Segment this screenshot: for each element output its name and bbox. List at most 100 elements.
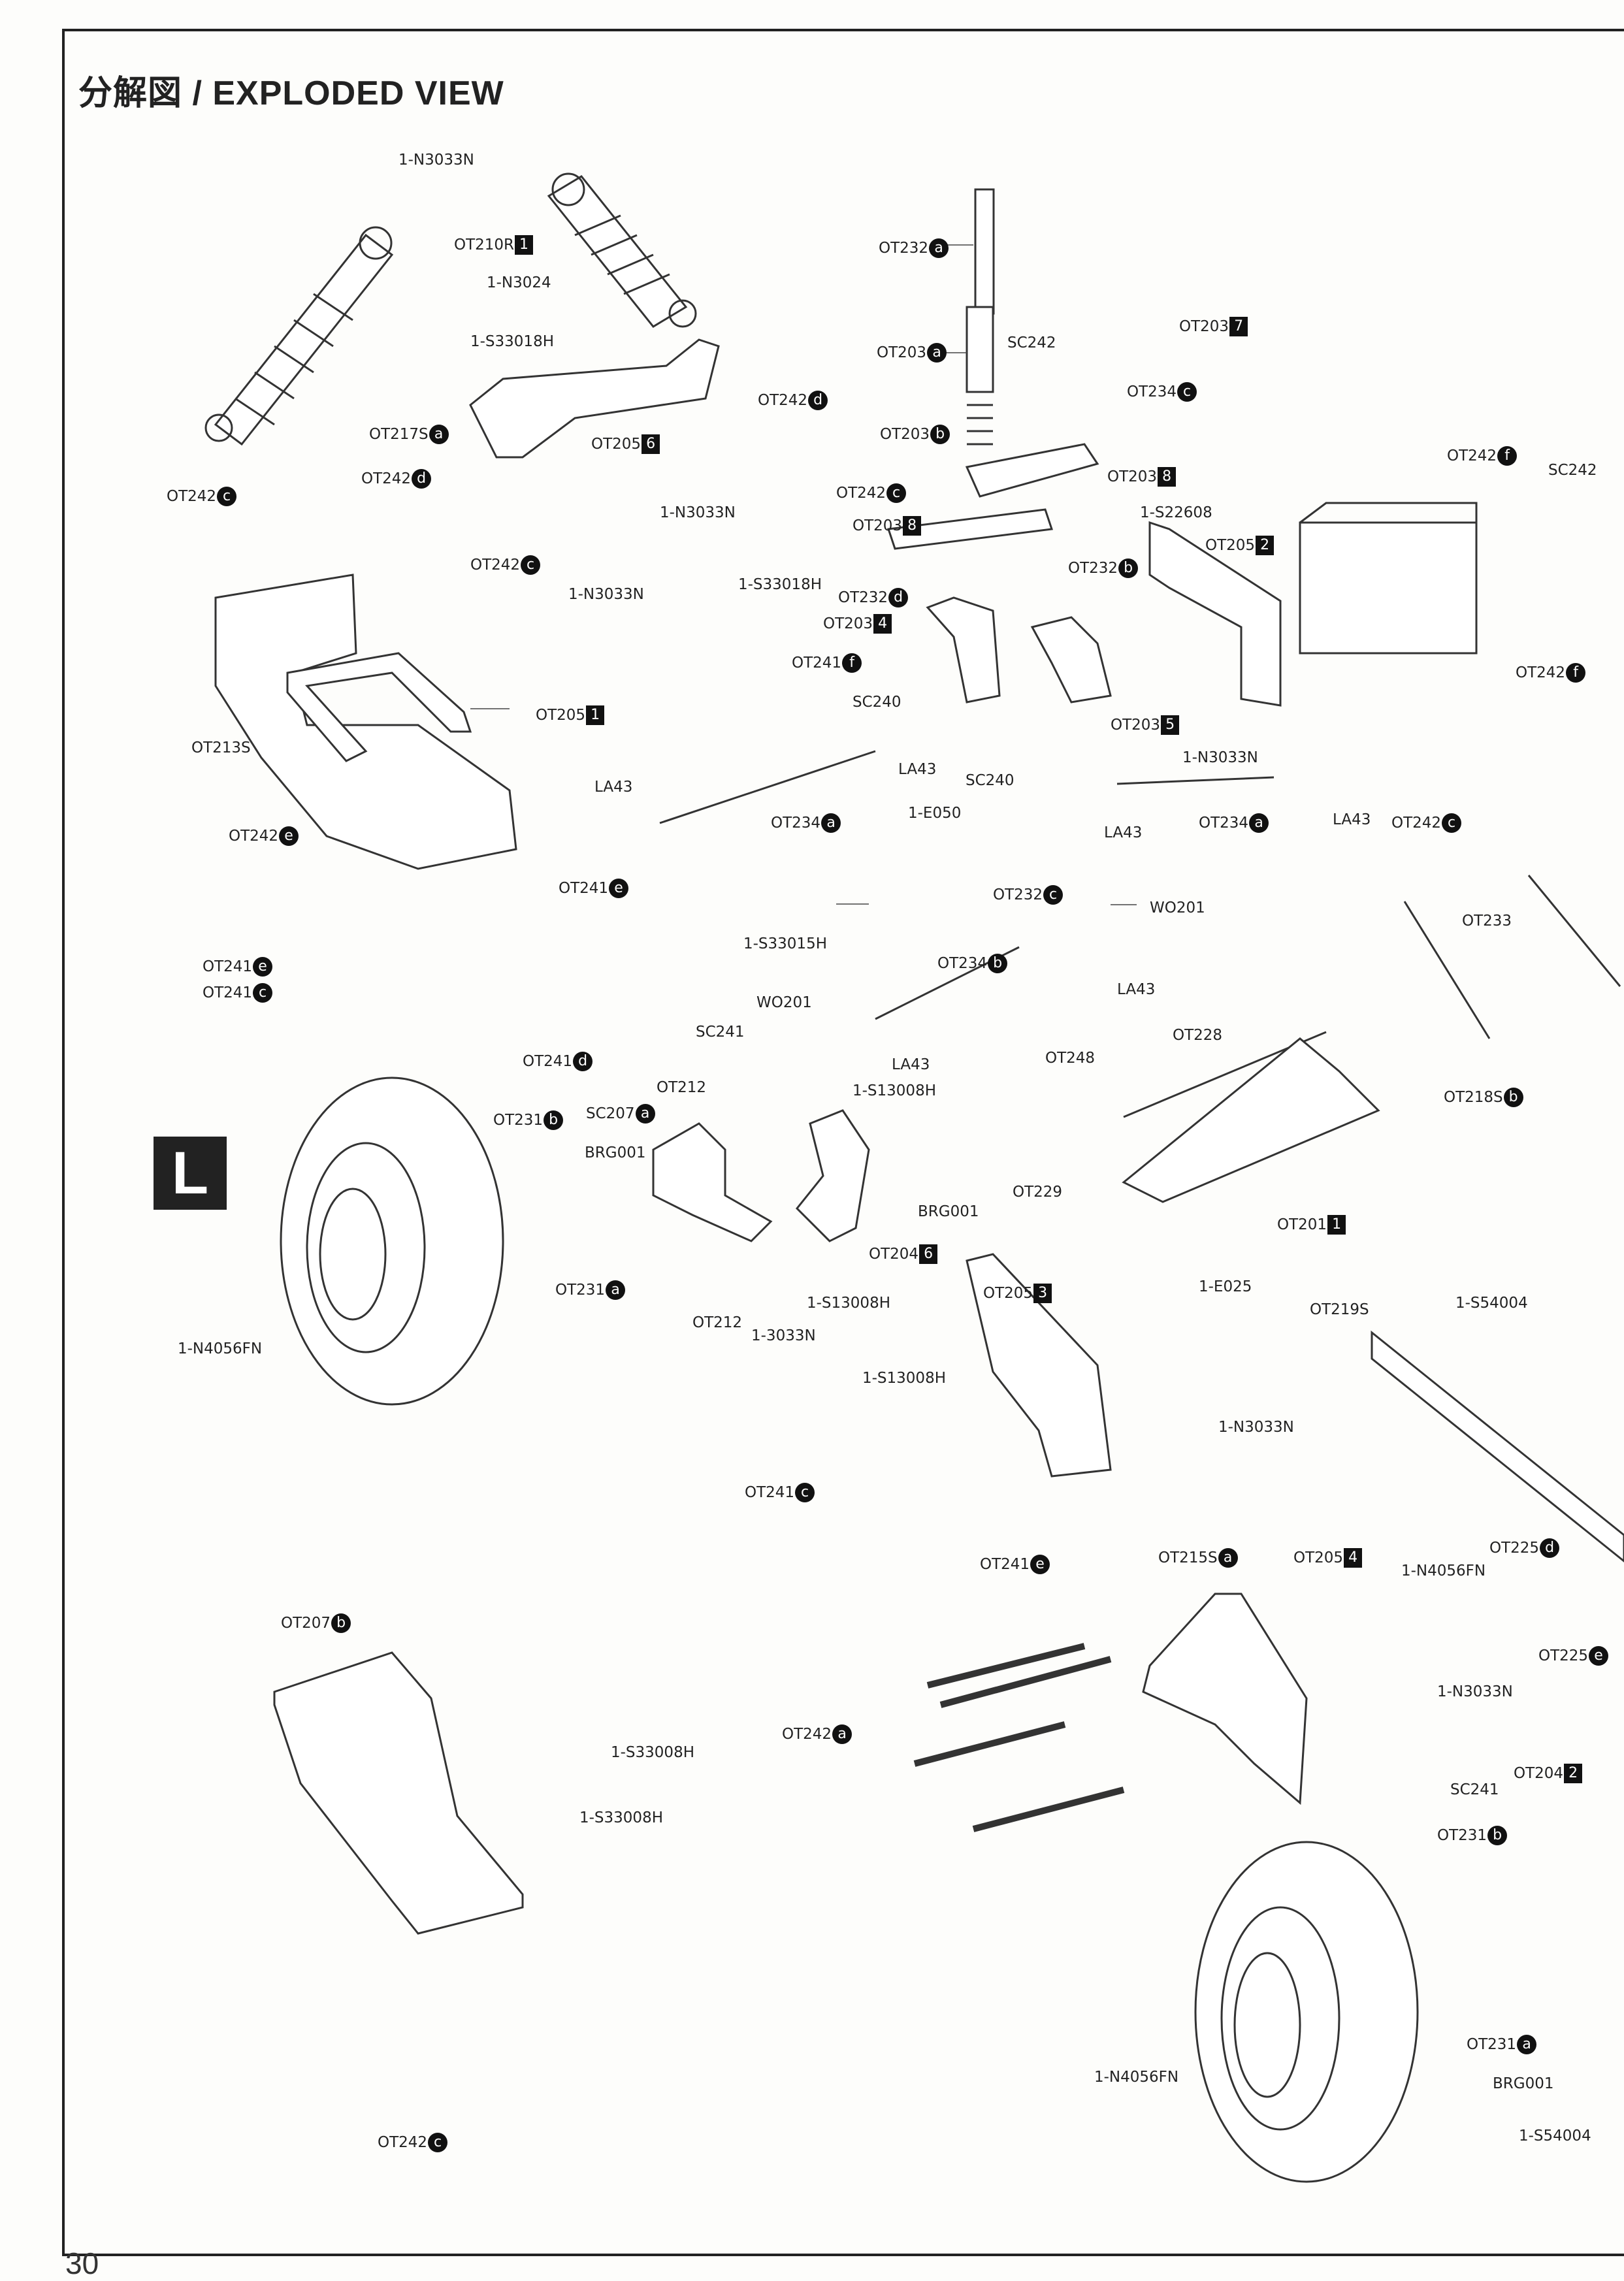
part-code: OT231	[1467, 2036, 1517, 2053]
part-code: 1-N4056FN	[1094, 2069, 1179, 2086]
part-variant-badge: 5	[1161, 715, 1180, 735]
part-variant-badge: 2	[1256, 536, 1275, 555]
part-code: 1-S33018H	[470, 333, 554, 350]
part-label-s33018h-top: 1-S33018H	[470, 332, 554, 351]
part-code: OT205	[1293, 1549, 1344, 1566]
part-code: OT241	[980, 1556, 1030, 1573]
part-code: OT232	[1068, 560, 1118, 577]
part-code: 1-N3024	[487, 274, 551, 291]
part-code: 1-E050	[908, 805, 962, 822]
part-code: OT232	[838, 589, 888, 606]
part-code: OT241	[203, 958, 253, 975]
part-code: OT205	[1205, 537, 1256, 554]
part-variant-badge: e	[1030, 1555, 1050, 1574]
part-code: OT205	[983, 1285, 1033, 1302]
part-variant-badge: b	[930, 425, 950, 444]
steering-post	[974, 188, 995, 315]
part-label-ot248: OT248	[1045, 1048, 1095, 1068]
part-code: BRG001	[585, 1144, 646, 1161]
rear-bulkhead	[1142, 1593, 1308, 1805]
part-code: SC240	[966, 772, 1015, 789]
long-screw-2	[939, 1656, 1112, 1708]
part-label-n3033n-5: 1-3033N	[751, 1326, 816, 1346]
part-label-n3024: 1-N3024	[487, 273, 551, 293]
part-label-brg001-3: BRG001	[1493, 2074, 1553, 2094]
part-code: WO201	[1150, 899, 1205, 916]
part-variant-badge: 6	[641, 434, 660, 454]
part-code: OT242	[470, 557, 521, 574]
part-label-n3033n-7: 1-N3033N	[1437, 1682, 1513, 1702]
part-code: SC241	[1450, 1781, 1499, 1798]
part-label-s13008h-1: 1-S13008H	[853, 1081, 936, 1101]
part-variant-badge: a	[429, 425, 449, 444]
part-code: OT232	[879, 240, 929, 257]
part-variant-badge: 4	[1344, 1548, 1363, 1568]
part-code: 1-S33018H	[738, 576, 822, 593]
part-label-s33015h: 1-S33015H	[743, 934, 827, 954]
part-code: SC240	[853, 694, 901, 711]
part-code: OT232	[993, 886, 1043, 903]
part-code: SC241	[696, 1024, 745, 1041]
part-variant-badge: a	[635, 1104, 655, 1124]
part-code: OT228	[1173, 1027, 1223, 1044]
part-code: OT213S	[191, 739, 251, 756]
part-label-n3033n-4: 1-N3033N	[1182, 748, 1258, 768]
part-variant-badge: d	[808, 391, 828, 410]
part-code: OT210R	[454, 236, 515, 253]
bumper-frame	[286, 652, 472, 762]
tie-rod-1	[659, 750, 876, 824]
part-label-sc242-1: SC242	[1007, 333, 1056, 353]
side-marker-left: L	[154, 1137, 227, 1210]
part-label-e050: 1-E050	[908, 803, 961, 823]
part-label-s54004-2: 1-S54004	[1519, 2126, 1591, 2146]
part-label-la43-1: LA43	[594, 777, 632, 797]
part-code: OT203	[853, 517, 903, 534]
part-label-n4056fn-2: 1-N4056FN	[1401, 1561, 1486, 1581]
part-code: 1-S33008H	[611, 1744, 694, 1761]
part-code: OT212	[692, 1314, 743, 1331]
long-screw-4	[972, 1787, 1125, 1832]
part-code: 1-S13008H	[807, 1295, 890, 1312]
part-code: 1-N4056FN	[178, 1340, 263, 1357]
part-label-sc240-2: SC240	[966, 771, 1015, 790]
part-code: 1-S33015H	[743, 935, 827, 952]
part-code: OT242	[378, 2134, 428, 2151]
part-label-s54004-1: 1-S54004	[1455, 1293, 1528, 1313]
part-variant-badge: a	[1218, 1548, 1238, 1568]
part-code: BRG001	[918, 1203, 979, 1220]
part-variant-badge: 8	[1158, 467, 1177, 487]
part-code: OT229	[1013, 1184, 1063, 1201]
part-variant-badge: a	[927, 343, 947, 363]
part-variant-badge: a	[821, 813, 841, 833]
part-variant-badge: d	[412, 469, 432, 489]
part-code: OT201	[1277, 1216, 1327, 1233]
part-label-sc241-1: SC241	[696, 1022, 745, 1042]
bellcrank-left	[926, 596, 1001, 704]
part-variant-badge: a	[1249, 813, 1269, 833]
part-code: OT233	[1462, 913, 1512, 930]
part-code: OT241	[559, 880, 609, 897]
part-variant-badge: c	[1442, 813, 1462, 833]
part-code: OT203	[1107, 468, 1158, 485]
rear-wheel-right	[1194, 1841, 1419, 2183]
part-label-e025: 1-E025	[1199, 1277, 1252, 1297]
hinge-pin-1	[1403, 901, 1491, 1039]
part-variant-badge: a	[606, 1280, 626, 1300]
part-code: OT242	[1516, 664, 1566, 681]
part-variant-badge: 7	[1229, 317, 1248, 336]
